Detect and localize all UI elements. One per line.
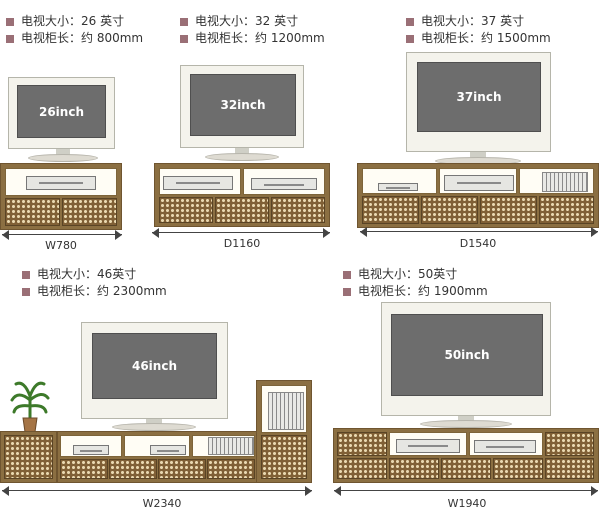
tv-stand-neck xyxy=(470,152,486,158)
lattice-drawer xyxy=(493,458,543,479)
lattice-drawer xyxy=(337,432,387,456)
dimension-label: W2340 xyxy=(142,497,182,510)
tv-cabinet xyxy=(154,163,330,227)
bullet-icon xyxy=(22,287,30,296)
tv-cabinet-left xyxy=(0,431,57,483)
lattice-drawer xyxy=(215,197,269,223)
tv-screen: 32inch xyxy=(190,74,296,136)
dimension-arrow xyxy=(2,485,312,497)
spec-37inch: 电视大小：37 英寸 电视柜长：约 1500mm xyxy=(406,13,551,47)
dimension-label: D1540 xyxy=(459,237,497,250)
tv-screen: 46inch xyxy=(92,333,217,399)
books xyxy=(208,437,254,455)
tv-cabinet xyxy=(333,428,599,483)
lattice-drawer xyxy=(60,459,108,479)
tv-size-label: 电视大小：46英寸 xyxy=(37,267,137,281)
spec-46inch: 电视大小：46英寸 电视柜长：约 2300mm xyxy=(22,266,167,300)
lattice-door xyxy=(4,435,53,479)
video-player-device xyxy=(396,439,460,453)
tv-stand-base xyxy=(112,423,196,431)
dimension-arrow xyxy=(2,229,122,241)
lattice-drawer xyxy=(545,432,594,456)
audio-device xyxy=(378,183,418,191)
bullet-icon xyxy=(6,17,14,26)
lattice-drawer xyxy=(545,458,594,479)
tv-screen: 50inch xyxy=(391,314,543,396)
lattice-drawer xyxy=(158,459,206,479)
tv-stand-neck xyxy=(458,416,474,421)
dimension-arrow xyxy=(360,226,598,238)
audio-device xyxy=(150,445,186,455)
tv-46inch: 46inch xyxy=(81,322,228,419)
lattice-drawer xyxy=(441,458,491,479)
tv-stand-neck xyxy=(235,148,249,154)
tv-stand-neck xyxy=(56,149,70,155)
video-player-device xyxy=(73,445,109,455)
tv-size-label: 电视大小：26 英寸 xyxy=(21,14,125,28)
lattice-drawer xyxy=(362,196,419,224)
tv-50inch: 50inch xyxy=(381,302,551,416)
spec-50inch: 电视大小：50英寸 电视柜长：约 1900mm xyxy=(343,266,488,300)
dimension-label: W780 xyxy=(45,239,77,252)
audio-device xyxy=(251,178,317,190)
lattice-drawer xyxy=(480,196,537,224)
dimension-arrow xyxy=(334,485,598,497)
tv-stand-base xyxy=(420,420,512,428)
tv-screen: 37inch xyxy=(417,62,541,132)
books xyxy=(268,392,304,430)
cabinet-length-label: 电视柜长：约 800mm xyxy=(21,31,144,45)
bullet-icon xyxy=(22,270,30,279)
lattice-drawer xyxy=(109,459,157,479)
lattice-drawer xyxy=(421,196,478,224)
lattice-drawer xyxy=(62,198,117,226)
bullet-icon xyxy=(180,34,188,43)
tv-cabinet xyxy=(0,163,122,230)
tv-screen: 26inch xyxy=(17,85,106,138)
lattice-drawer xyxy=(389,458,439,479)
tv-stand-base xyxy=(28,154,98,162)
tv-37inch: 37inch xyxy=(406,52,551,152)
lattice-drawer xyxy=(207,459,255,479)
tv-size-label: 电视大小：37 英寸 xyxy=(421,14,525,28)
lattice-drawer xyxy=(271,197,325,223)
bullet-icon xyxy=(406,34,414,43)
tv-size-label: 电视大小：50英寸 xyxy=(358,267,458,281)
lattice-drawer xyxy=(337,458,387,479)
bullet-icon xyxy=(6,34,14,43)
lattice-drawer xyxy=(539,196,594,224)
lattice-drawer xyxy=(5,198,60,226)
tv-size-label: 电视大小：32 英寸 xyxy=(195,14,299,28)
video-player-device xyxy=(444,175,514,191)
bullet-icon xyxy=(343,287,351,296)
bullet-icon xyxy=(343,270,351,279)
lattice-drawer xyxy=(159,197,213,223)
tv-32inch: 32inch xyxy=(180,65,304,148)
video-player-device xyxy=(163,176,233,190)
spec-26inch: 电视大小：26 英寸 电视柜长：约 800mm xyxy=(6,13,143,47)
video-player-device xyxy=(26,176,96,190)
tv-26inch: 26inch xyxy=(8,77,115,149)
cabinet-length-label: 电视柜长：约 1200mm xyxy=(195,31,325,45)
lattice-door xyxy=(261,435,307,479)
dimension-arrow xyxy=(152,227,330,239)
tv-stand-neck xyxy=(146,419,162,424)
dimension-label: D1160 xyxy=(223,237,261,250)
spec-32inch: 电视大小：32 英寸 电视柜长：约 1200mm xyxy=(180,13,325,47)
cabinet-length-label: 电视柜长：约 1900mm xyxy=(358,284,488,298)
books xyxy=(542,172,588,192)
cabinet-length-label: 电视柜长：约 2300mm xyxy=(37,284,167,298)
audio-device xyxy=(474,440,536,453)
potted-plant-icon xyxy=(10,381,50,433)
tv-cabinet-center xyxy=(57,431,259,483)
cabinet-length-label: 电视柜长：约 1500mm xyxy=(421,31,551,45)
dimension-label: W1940 xyxy=(447,497,487,510)
bullet-icon xyxy=(406,17,414,26)
tv-stand-base xyxy=(205,153,279,161)
bullet-icon xyxy=(180,17,188,26)
